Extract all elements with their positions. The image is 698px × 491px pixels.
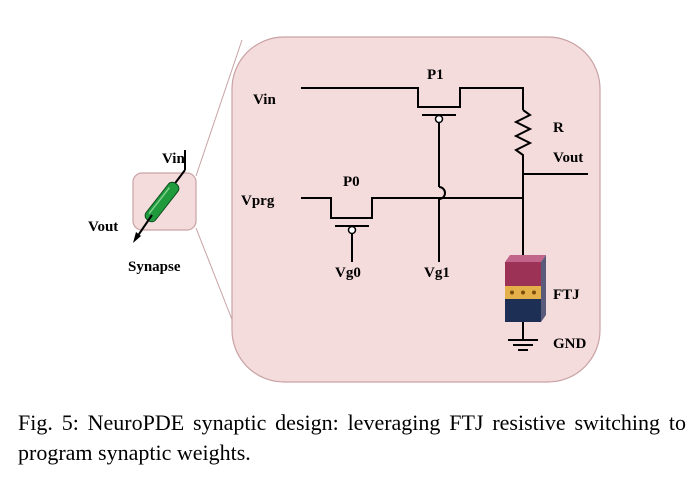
synapse-label: Synapse — [128, 259, 181, 275]
ftj-device — [505, 255, 546, 322]
p1-gate-bubble — [434, 114, 444, 124]
figure-caption: Fig. 5: NeuroPDE synaptic design: levera… — [18, 410, 686, 465]
vprg-label: Vprg — [241, 193, 275, 209]
synapse-icon — [133, 150, 186, 243]
r-label: R — [553, 120, 564, 136]
zoom-line-top — [195, 39, 243, 177]
vg1-label: Vg1 — [424, 265, 450, 281]
synapse-vout-label: Vout — [88, 219, 118, 235]
synapse-vin-label: Vin — [162, 151, 185, 167]
gnd-label: GND — [553, 336, 587, 352]
p0-gate-bubble — [347, 225, 357, 235]
p0-label: P0 — [343, 174, 360, 190]
p1-label: P1 — [427, 67, 444, 83]
circuit-diagram: Vin Vout Synapse — [88, 36, 601, 383]
vg0-label: Vg0 — [335, 265, 361, 281]
vout-label: Vout — [553, 150, 583, 166]
circuit-wires — [301, 87, 588, 351]
vin-label: Vin — [253, 92, 276, 108]
ftj-label: FTJ — [553, 287, 580, 303]
